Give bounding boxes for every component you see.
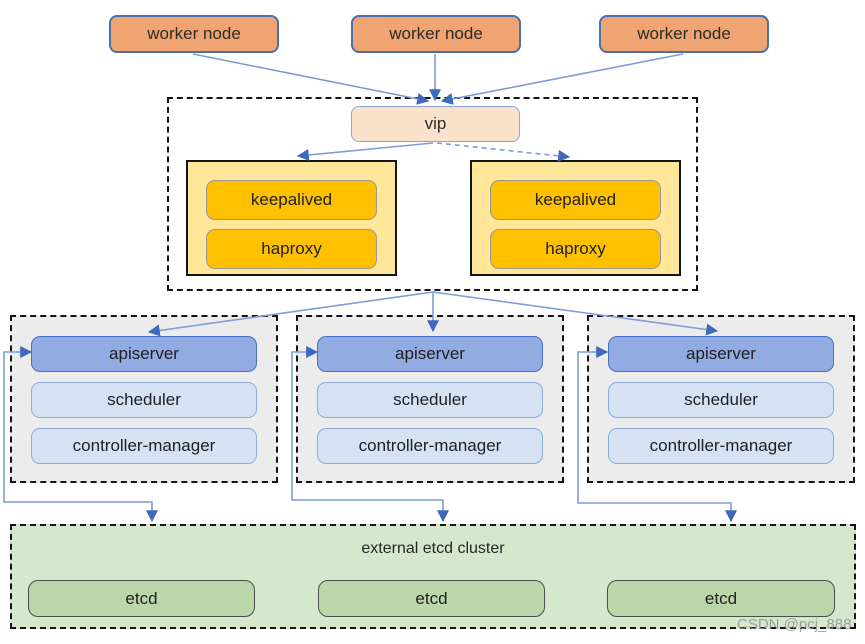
watermark: CSDN @pcj_888 [737, 616, 852, 633]
worker-node-2: worker node [351, 15, 521, 53]
keepalived-box-2: keepalived [490, 180, 661, 220]
scheduler-box-3: scheduler [608, 382, 834, 418]
controller-manager-box-3: controller-manager [608, 428, 834, 464]
apiserver-box-2: apiserver [317, 336, 543, 372]
worker-node-3: worker node [599, 15, 769, 53]
master-group-2: apiserver scheduler controller-manager [296, 315, 564, 483]
etcd-cluster-title: external etcd cluster [361, 540, 505, 557]
controller-manager-box-2: controller-manager [317, 428, 543, 464]
vip-node: vip [351, 106, 520, 142]
etcd-box-3: etcd [607, 580, 835, 617]
lb-node-1: keepalived haproxy [186, 160, 397, 276]
master-group-3: apiserver scheduler controller-manager [587, 315, 855, 483]
keepalived-box-1: keepalived [206, 180, 377, 220]
master-group-1: apiserver scheduler controller-manager [10, 315, 278, 483]
etcd-box-1: etcd [28, 580, 255, 617]
apiserver-box-1: apiserver [31, 336, 257, 372]
apiserver-box-3: apiserver [608, 336, 834, 372]
haproxy-box-2: haproxy [490, 229, 661, 269]
controller-manager-box-1: controller-manager [31, 428, 257, 464]
etcd-box-2: etcd [318, 580, 545, 617]
haproxy-box-1: haproxy [206, 229, 377, 269]
lb-node-2: keepalived haproxy [470, 160, 681, 276]
scheduler-box-1: scheduler [31, 382, 257, 418]
arrow-worker3-vip [440, 53, 684, 105]
scheduler-box-2: scheduler [317, 382, 543, 418]
arrow-worker1-vip [192, 53, 430, 105]
worker-node-1: worker node [109, 15, 279, 53]
